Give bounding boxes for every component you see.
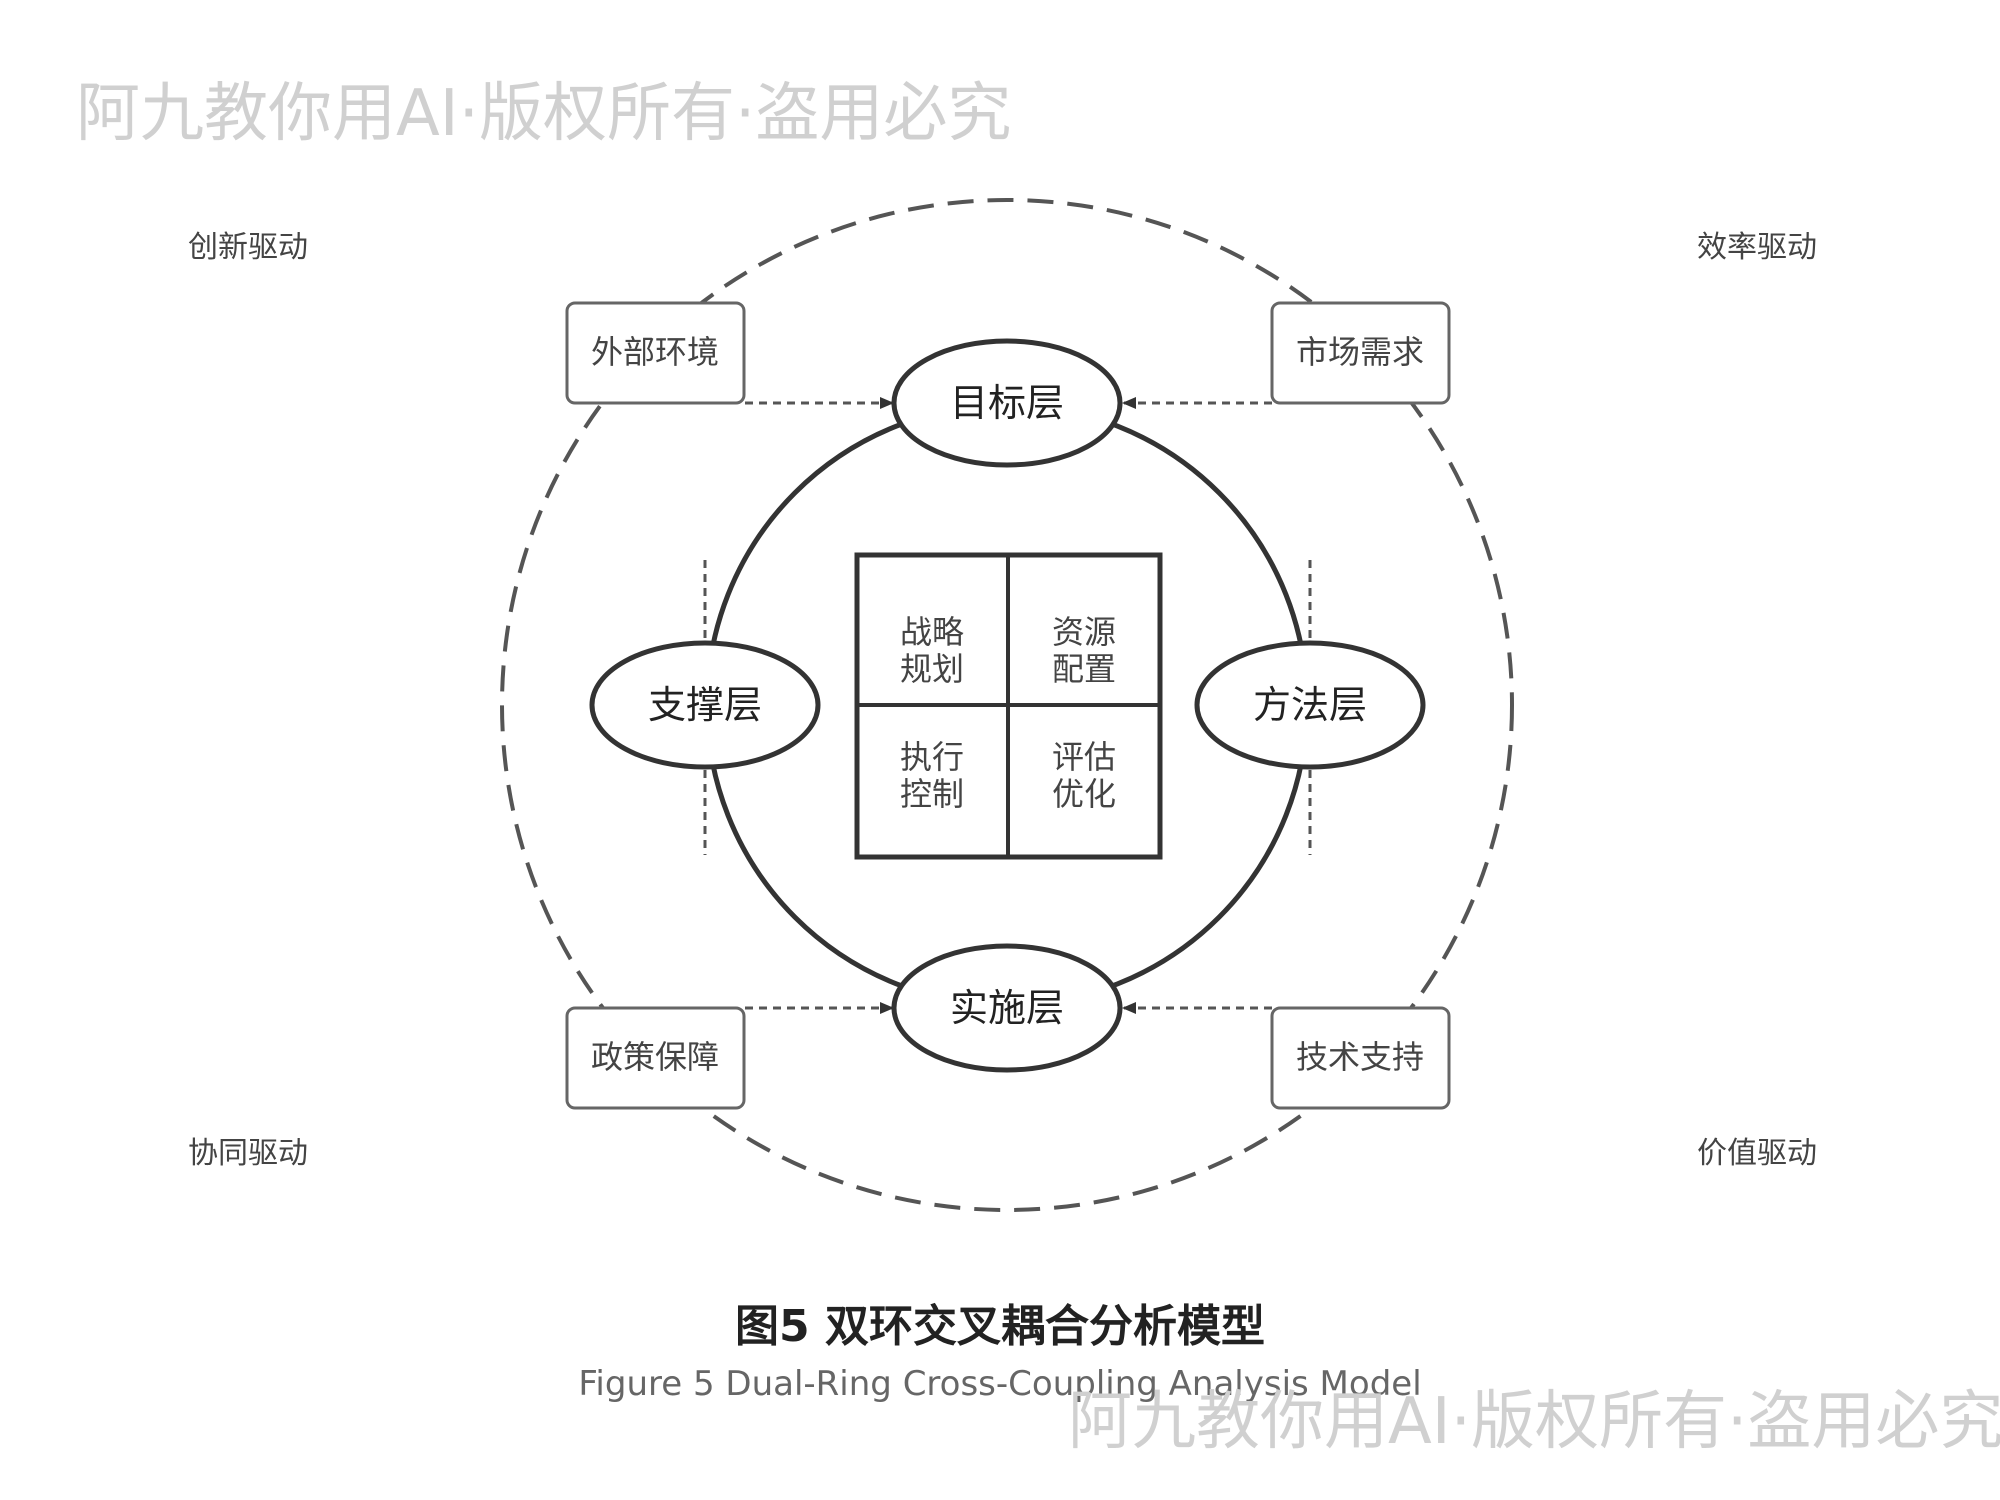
layer-goal: 目标层 xyxy=(891,338,1123,468)
driver-label-innovation: 创新驱动 xyxy=(188,230,308,265)
factor-label: 技术支持 xyxy=(1296,1038,1424,1076)
factor-box-policy-guarantee: 政策保障 xyxy=(565,1006,746,1110)
svg-text:资源: 资源 xyxy=(1052,613,1116,651)
svg-text:优化: 优化 xyxy=(1052,775,1116,813)
driver-label-efficiency: 效率驱动 xyxy=(1697,230,1817,265)
driver-label-synergy: 协同驱动 xyxy=(188,1136,308,1171)
svg-text:规划: 规划 xyxy=(900,650,964,688)
svg-text:战略: 战略 xyxy=(900,613,964,651)
layer-label: 支撑层 xyxy=(648,683,762,727)
center-grid: 战略 规划 资源 配置 执行 控制 评估 优化 xyxy=(854,552,1163,860)
svg-text:控制: 控制 xyxy=(900,775,964,813)
layer-label: 实施层 xyxy=(950,986,1064,1030)
figure-caption-chinese: 图5 双环交叉耦合分析模型 xyxy=(735,1301,1265,1352)
factor-box-external-environment: 外部环境 xyxy=(565,301,746,405)
outer-dashed-ring xyxy=(500,198,1514,1212)
factor-label: 外部环境 xyxy=(591,333,719,371)
watermark-top: 阿九教你用AI·版权所有·盗用必究 xyxy=(76,77,1012,151)
driver-label-value: 价值驱动 xyxy=(1697,1136,1817,1171)
svg-text:评估: 评估 xyxy=(1052,738,1116,776)
watermark-bottom: 阿九教你用AI·版权所有·盗用必究 xyxy=(1068,1385,2000,1459)
grid-cell-execution-control: 执行 控制 xyxy=(900,738,964,813)
figure-caption-english: Figure 5 Dual-Ring Cross-Coupling Analys… xyxy=(578,1364,1422,1404)
factor-box-market-demand: 市场需求 xyxy=(1270,301,1451,405)
grid-cell-evaluation-optimization: 评估 优化 xyxy=(1052,738,1116,813)
layer-implementation: 实施层 xyxy=(891,943,1123,1073)
layer-label: 目标层 xyxy=(950,381,1064,425)
grid-cell-strategic-planning: 战略 规划 xyxy=(900,613,964,688)
layer-label: 方法层 xyxy=(1253,683,1367,727)
factor-label: 市场需求 xyxy=(1296,333,1424,371)
svg-text:配置: 配置 xyxy=(1052,650,1116,688)
layer-method: 方法层 xyxy=(1194,640,1426,770)
factor-label: 政策保障 xyxy=(591,1038,719,1076)
layer-support: 支撑层 xyxy=(589,640,821,770)
factor-box-technical-support: 技术支持 xyxy=(1270,1006,1451,1110)
grid-cell-resource-allocation: 资源 配置 xyxy=(1052,613,1116,688)
svg-text:执行: 执行 xyxy=(900,738,964,776)
